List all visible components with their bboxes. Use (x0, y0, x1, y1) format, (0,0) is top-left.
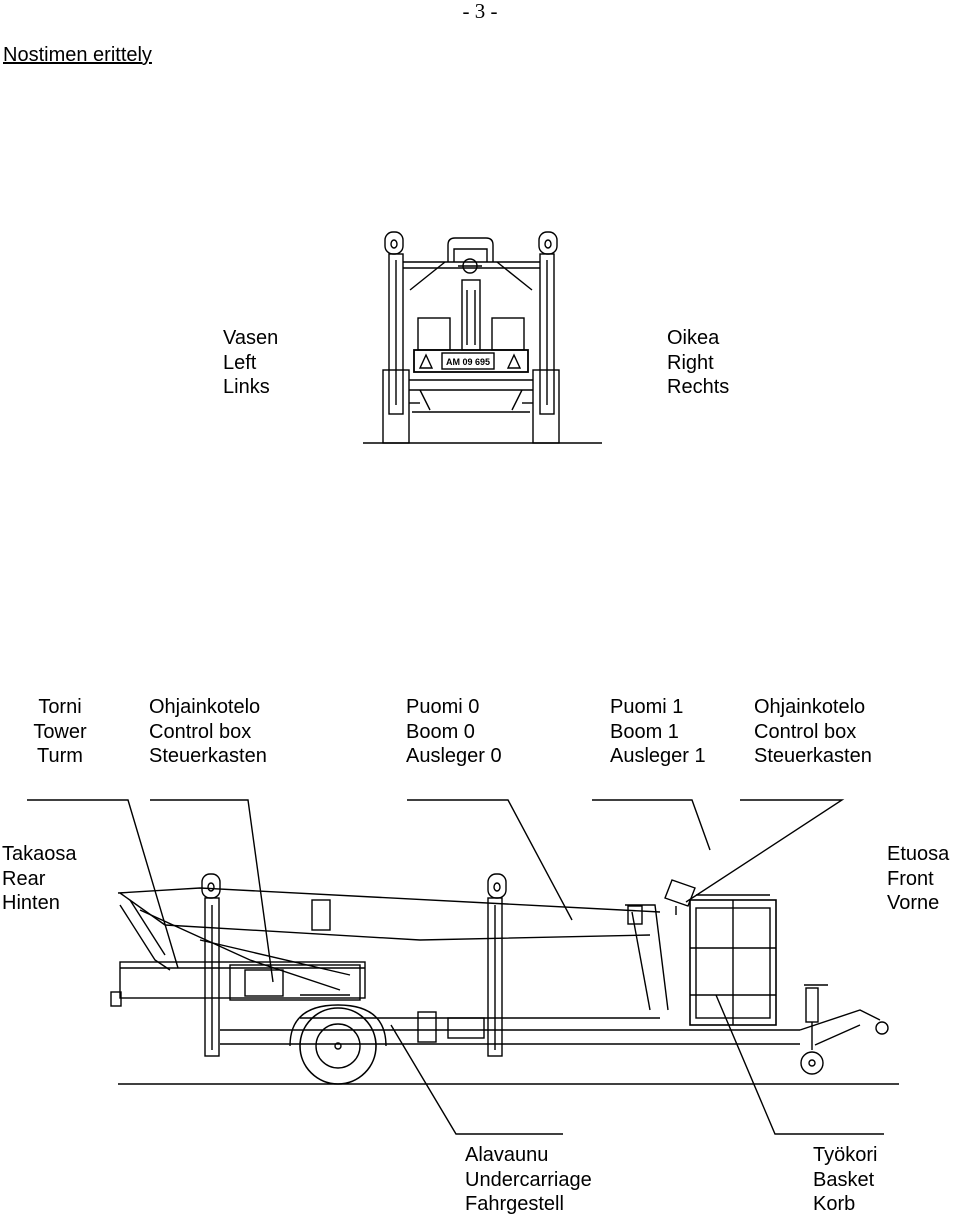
label-tower-fi: Torni (38, 696, 82, 718)
label-right-en: Right (667, 351, 714, 374)
label-basket-fi: Työkori (813, 1144, 878, 1166)
leader-undercarriage (390, 1024, 563, 1135)
label-boom1: Puomi 1 Boom 1 Ausleger 1 (610, 695, 706, 769)
label-left-fi: Vasen (223, 327, 279, 349)
label-tower: Torni Tower Turm (22, 695, 98, 769)
label-boom1-en: Boom 1 (610, 720, 679, 743)
label-control-box-front-fi: Ohjainkotelo (754, 696, 866, 718)
label-rear-fi: Takaosa (2, 843, 77, 865)
leader-control-box-front (685, 799, 845, 903)
label-right-de: Rechts (667, 376, 730, 398)
label-control-box-rear: Ohjainkotelo Control box Steuerkasten (149, 695, 267, 769)
leader-basket (715, 994, 884, 1135)
label-boom0: Puomi 0 Boom 0 Ausleger 0 (406, 695, 502, 769)
label-right: Oikea Right Rechts (667, 326, 729, 400)
label-front-fi: Etuosa (887, 843, 950, 865)
leader-control-box-rear (150, 799, 274, 983)
label-left-de: Links (223, 376, 270, 398)
label-tower-de: Turm (37, 745, 83, 767)
label-control-box-front: Ohjainkotelo Control box Steuerkasten (754, 695, 872, 769)
label-right-fi: Oikea (667, 327, 720, 349)
label-undercarriage-en: Undercarriage (465, 1168, 592, 1191)
page-number: - 3 - (462, 0, 498, 23)
label-tower-en: Tower (33, 720, 87, 743)
label-undercarriage-de: Fahrgestell (465, 1193, 564, 1215)
label-basket-de: Korb (813, 1193, 856, 1215)
leader-boom0 (407, 799, 573, 921)
label-control-box-rear-de: Steuerkasten (149, 745, 267, 767)
label-front-de: Vorne (887, 892, 940, 914)
label-boom0-fi: Puomi 0 (406, 696, 480, 718)
label-boom0-de: Ausleger 0 (406, 745, 502, 767)
label-rear-de: Hinten (2, 892, 60, 914)
leader-boom1 (592, 799, 711, 851)
label-left: Vasen Left Links (223, 326, 278, 400)
label-undercarriage: Alavaunu Undercarriage Fahrgestell (465, 1143, 592, 1217)
label-control-box-rear-en: Control box (149, 720, 252, 743)
label-undercarriage-fi: Alavaunu (465, 1144, 549, 1166)
label-boom1-fi: Puomi 1 (610, 696, 684, 718)
label-left-en: Left (223, 351, 257, 374)
label-basket-en: Basket (813, 1168, 875, 1191)
label-rear-en: Rear (2, 867, 46, 890)
label-front-en: Front (887, 867, 934, 890)
plate-text: AM 09 695 (446, 357, 490, 367)
label-control-box-rear-fi: Ohjainkotelo (149, 696, 261, 718)
label-rear: Takaosa Rear Hinten (2, 842, 77, 916)
label-boom0-en: Boom 0 (406, 720, 475, 743)
label-basket: Työkori Basket Korb (813, 1143, 877, 1217)
label-boom1-de: Ausleger 1 (610, 745, 706, 767)
label-control-box-front-en: Control box (754, 720, 857, 743)
page-title: Nostimen erittely (3, 44, 152, 66)
label-front: Etuosa Front Vorne (887, 842, 949, 916)
label-control-box-front-de: Steuerkasten (754, 745, 872, 767)
